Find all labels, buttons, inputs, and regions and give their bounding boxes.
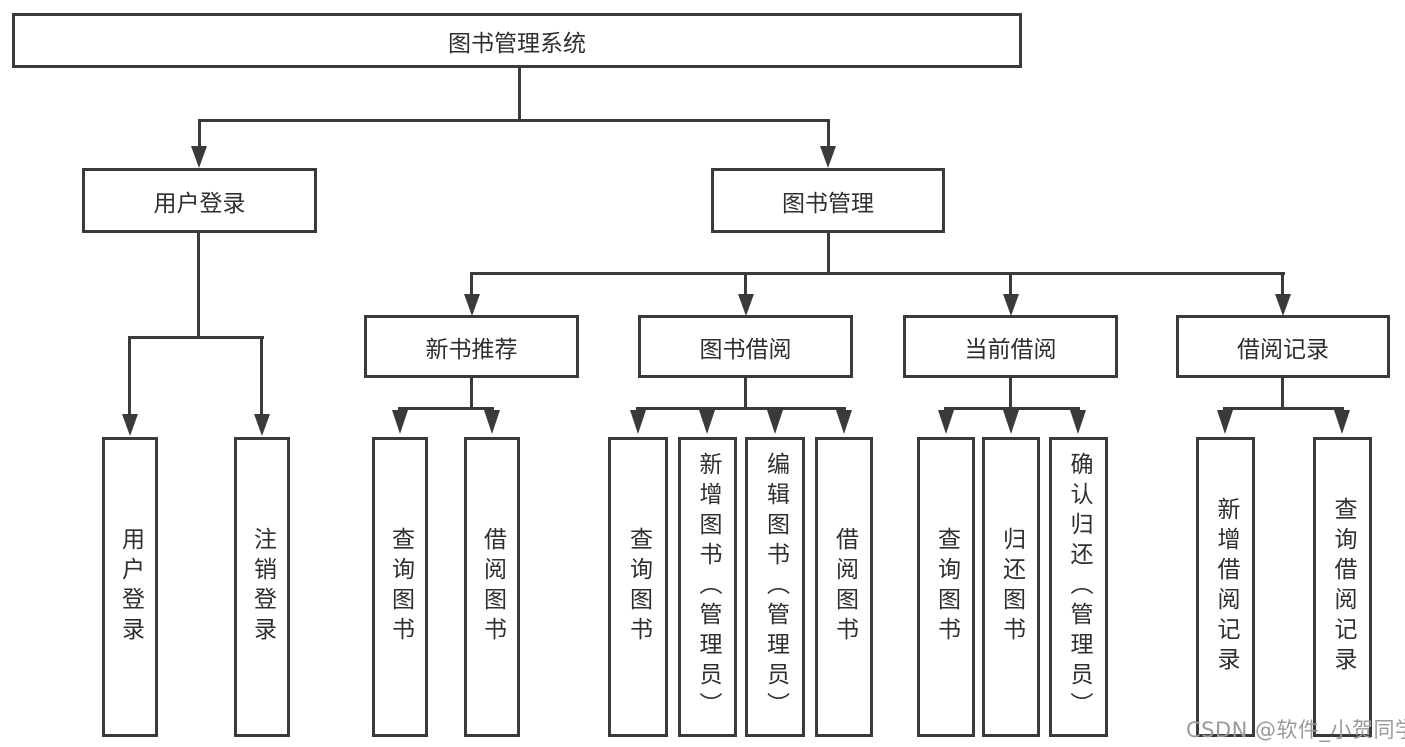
connector-trunk-borrow-records (1281, 378, 1284, 410)
arrowhead-icon (464, 294, 480, 316)
arrowhead-icon (1334, 410, 1350, 434)
arrowhead-icon (699, 410, 715, 434)
node-book-borrow: 图书借阅 (638, 315, 853, 378)
leaf-user-login: 用户登录 (102, 437, 158, 737)
leaf-query-books-current: 查询图书 (917, 437, 975, 737)
arrowhead-icon (484, 410, 500, 434)
connector-trunk-root (518, 67, 521, 122)
connector-stem (260, 338, 263, 416)
connector-hline-current-borrow (944, 407, 1080, 410)
node-book-management-label: 图书管理 (782, 190, 874, 217)
node-book-borrow-label: 图书借阅 (699, 336, 792, 363)
arrowhead-icon (1003, 294, 1019, 316)
leaf-add-borrow-record-label: 新增借阅记录 (1213, 497, 1239, 677)
node-new-book-recommend-label: 新书推荐 (425, 336, 518, 363)
connector-hline-new-book (398, 407, 494, 410)
leaf-query-books-current-label: 查询图书 (933, 527, 960, 647)
leaf-query-books-recommend: 查询图书 (372, 437, 428, 737)
leaf-return-book: 归还图书 (982, 437, 1040, 737)
leaf-add-book-admin-label: 新增图书（管理员） (695, 452, 721, 722)
node-current-borrow: 当前借阅 (903, 315, 1118, 378)
node-current-borrow-label: 当前借阅 (964, 336, 1057, 363)
leaf-query-borrow-record-label: 查询借阅记录 (1330, 497, 1356, 677)
connector-hline-level2 (198, 119, 830, 122)
connector-hline-level3 (470, 272, 1285, 275)
leaf-user-login-label: 用户登录 (117, 527, 144, 647)
arrowhead-icon (630, 410, 646, 434)
leaf-add-borrow-record: 新增借阅记录 (1196, 437, 1255, 737)
connector-trunk-user-login (197, 233, 200, 338)
connector-trunk-book-management (827, 233, 830, 274)
node-user-login-label: 用户登录 (153, 190, 246, 217)
connector-stem (744, 274, 747, 296)
leaf-edit-book-admin: 编辑图书（管理员） (745, 437, 805, 737)
leaf-query-books-borrow: 查询图书 (608, 437, 668, 737)
node-user-login: 用户登录 (82, 168, 317, 233)
arrowhead-icon (122, 414, 138, 436)
leaf-logout: 注销登录 (234, 437, 290, 737)
arrowhead-icon (191, 146, 207, 168)
csdn-watermark: CSDN @软件_小贺同学 (1186, 718, 1405, 742)
connector-hline-user-login (128, 336, 264, 339)
arrowhead-icon (738, 294, 754, 316)
connector-trunk-new-book (470, 378, 473, 410)
connector-stem (128, 338, 131, 416)
arrowhead-icon (1275, 294, 1291, 316)
leaf-logout-label: 注销登录 (249, 527, 276, 647)
leaf-add-book-admin: 新增图书（管理员） (678, 437, 737, 737)
connector-stem (470, 274, 473, 296)
arrowhead-icon (938, 410, 954, 434)
arrowhead-icon (836, 410, 852, 434)
leaf-borrow-books: 借阅图书 (815, 437, 873, 737)
arrowhead-icon (392, 410, 408, 434)
connector-hline-book-borrow (636, 407, 846, 410)
leaf-query-books-recommend-label: 查询图书 (387, 527, 414, 647)
connector-stem (1281, 274, 1284, 296)
node-root-system: 图书管理系统 (12, 13, 1022, 68)
connector-trunk-current-borrow (1009, 378, 1012, 410)
connector-stem (1009, 274, 1012, 296)
node-book-management: 图书管理 (711, 168, 945, 233)
leaf-borrow-books-recommend-label: 借阅图书 (479, 527, 506, 647)
leaf-query-borrow-record: 查询借阅记录 (1313, 437, 1372, 737)
arrowhead-icon (1070, 410, 1086, 434)
connector-stem (198, 121, 201, 148)
arrowhead-icon (1217, 410, 1233, 434)
leaf-confirm-return-admin: 确认归还（管理员） (1049, 437, 1108, 737)
node-borrow-records-label: 借阅记录 (1237, 336, 1329, 363)
leaf-edit-book-admin-label: 编辑图书（管理员） (762, 452, 789, 722)
arrowhead-icon (820, 146, 836, 168)
connector-trunk-book-borrow (744, 378, 747, 410)
arrowhead-icon (767, 410, 783, 434)
node-borrow-records: 借阅记录 (1176, 315, 1390, 378)
node-new-book-recommend: 新书推荐 (364, 315, 579, 378)
arrowhead-icon (1003, 410, 1019, 434)
leaf-borrow-books-recommend: 借阅图书 (464, 437, 520, 737)
arrowhead-icon (254, 414, 270, 436)
leaf-borrow-books-label: 借阅图书 (831, 527, 858, 647)
node-root-label: 图书管理系统 (448, 30, 586, 57)
leaf-confirm-return-admin-label: 确认归还（管理员） (1066, 452, 1092, 722)
leaf-return-book-label: 归还图书 (998, 527, 1025, 647)
leaf-query-books-borrow-label: 查询图书 (625, 527, 652, 647)
connector-stem (827, 121, 830, 148)
connector-hline-borrow-records (1223, 407, 1344, 410)
